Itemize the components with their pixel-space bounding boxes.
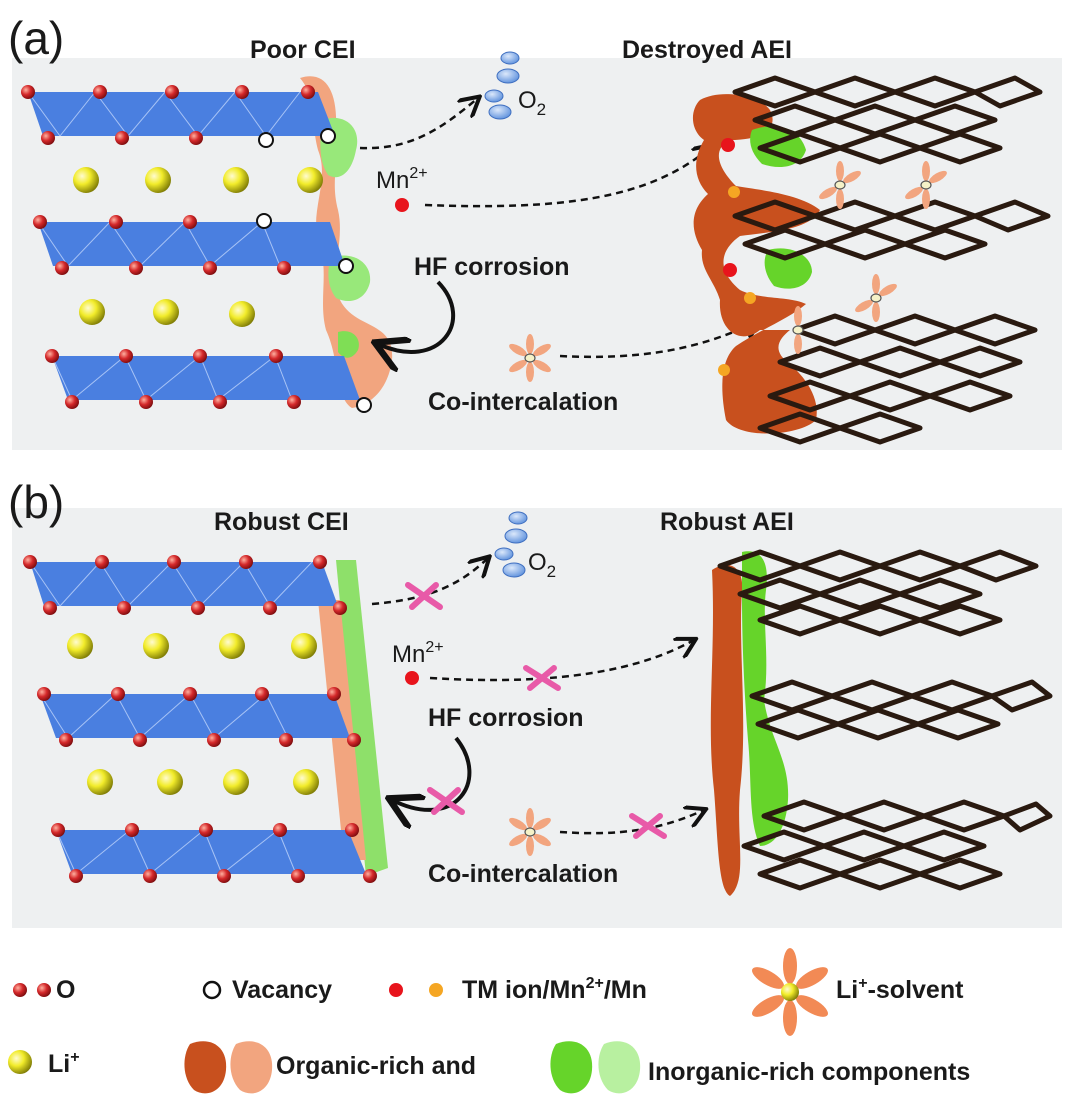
graphite-sheet	[749, 679, 1053, 741]
robust-aei-label: Robust AEI	[660, 508, 794, 536]
graphite-sheet	[732, 199, 1051, 261]
li-solvent-in-gap	[855, 274, 897, 322]
blocked-mn-arrow	[429, 640, 694, 682]
svg-text:Inorganic-rich components: Inorganic-rich components	[648, 1058, 970, 1086]
hf-corrosion-arrow	[378, 280, 456, 352]
o2-bubbles	[494, 511, 528, 578]
co-intercalation-label: Co-intercalation	[428, 860, 618, 888]
mn-ion	[395, 198, 409, 212]
robust-aei-organic	[710, 564, 744, 896]
legend-vacancy: Vacancy	[202, 976, 332, 1004]
legend-organic: Organic-rich and	[184, 1041, 476, 1094]
o2-label: O2	[518, 87, 546, 119]
co-intercalation-label: Co-intercalation	[428, 388, 618, 416]
mn-label: Mn2+	[392, 639, 444, 668]
lithium-ions	[67, 633, 319, 795]
blocked-o2-arrow	[371, 558, 488, 606]
cathode-layer	[56, 830, 366, 874]
svg-text:Organic-rich and: Organic-rich and	[276, 1052, 476, 1080]
blocked-mark	[405, 582, 443, 610]
mn-label: Mn2+	[376, 165, 428, 194]
panel-b-tag: (b)	[8, 476, 64, 528]
hf-corrosion-label: HF corrosion	[428, 704, 584, 732]
cathode-layer	[52, 356, 360, 400]
destroyed-aei-label: Destroyed AEI	[622, 36, 792, 64]
o2-label: O2	[528, 549, 556, 581]
mn-dissolution-arrow	[424, 146, 712, 208]
li-solvent-in-gap	[792, 306, 804, 354]
li-solvent-in-gap	[819, 161, 861, 209]
o2-bubbles	[484, 51, 520, 120]
tm-ions-in-aei	[718, 138, 756, 376]
inorganic-patch	[338, 331, 359, 358]
li-solvent-complex	[509, 334, 551, 382]
inorganic-patch	[764, 248, 812, 289]
svg-text:O: O	[56, 976, 75, 1004]
svg-text:Li+-solvent: Li+-solvent	[836, 975, 964, 1004]
li-solvent-in-gap	[905, 161, 947, 209]
svg-text:Vacancy: Vacancy	[232, 976, 332, 1004]
robust-cei-label: Robust CEI	[214, 508, 349, 536]
cathode-layer	[30, 562, 338, 606]
svg-text:TM ion/Mn2+/Mn: TM ion/Mn2+/Mn	[462, 975, 647, 1004]
legend-inorganic: Inorganic-rich components	[550, 1041, 970, 1094]
svg-text:Li+: Li+	[48, 1049, 80, 1078]
blocked-mark	[629, 813, 667, 839]
legend-lithium: Li+	[8, 1049, 80, 1078]
mn-ion	[405, 671, 419, 685]
poor-cei-label: Poor CEI	[250, 36, 356, 64]
destroyed-organic-layer	[692, 94, 820, 434]
vacancy-sites	[256, 128, 372, 413]
panel-a: (a)	[8, 12, 1062, 450]
oxygen-atoms	[23, 555, 377, 883]
legend-li-solvent: Li+-solvent	[752, 948, 964, 1036]
panel-a-tag: (a)	[8, 12, 64, 64]
hf-corrosion-arrow	[392, 736, 472, 810]
graphite-sheet	[741, 799, 1053, 891]
graphite-sheet	[757, 313, 1038, 445]
hf-corrosion-label: HF corrosion	[414, 253, 570, 281]
graphite-sheet	[732, 75, 1043, 165]
legend: O Vacancy TM ion/Mn2+/Mn Li+-solvent	[8, 948, 970, 1094]
robust-aei-inorganic	[742, 551, 789, 846]
graphite-sheet	[717, 549, 1039, 637]
blocked-mark	[523, 665, 561, 691]
robust-cei-inorganic	[336, 560, 388, 876]
legend-oxygen: O	[13, 976, 75, 1004]
panel-b: (b)	[8, 476, 1062, 928]
blocked-mark	[427, 787, 465, 815]
oxygen-atoms	[21, 85, 315, 409]
blocked-cointercalation-arrow	[559, 810, 704, 835]
cathode-layer	[40, 694, 350, 738]
li-solvent-complex	[509, 808, 551, 856]
legend-tm-ion: TM ion/Mn2+/Mn	[389, 975, 647, 1004]
lithium-ions	[73, 167, 323, 327]
cathode-layer	[38, 222, 345, 266]
o2-release-arrow	[359, 98, 478, 150]
